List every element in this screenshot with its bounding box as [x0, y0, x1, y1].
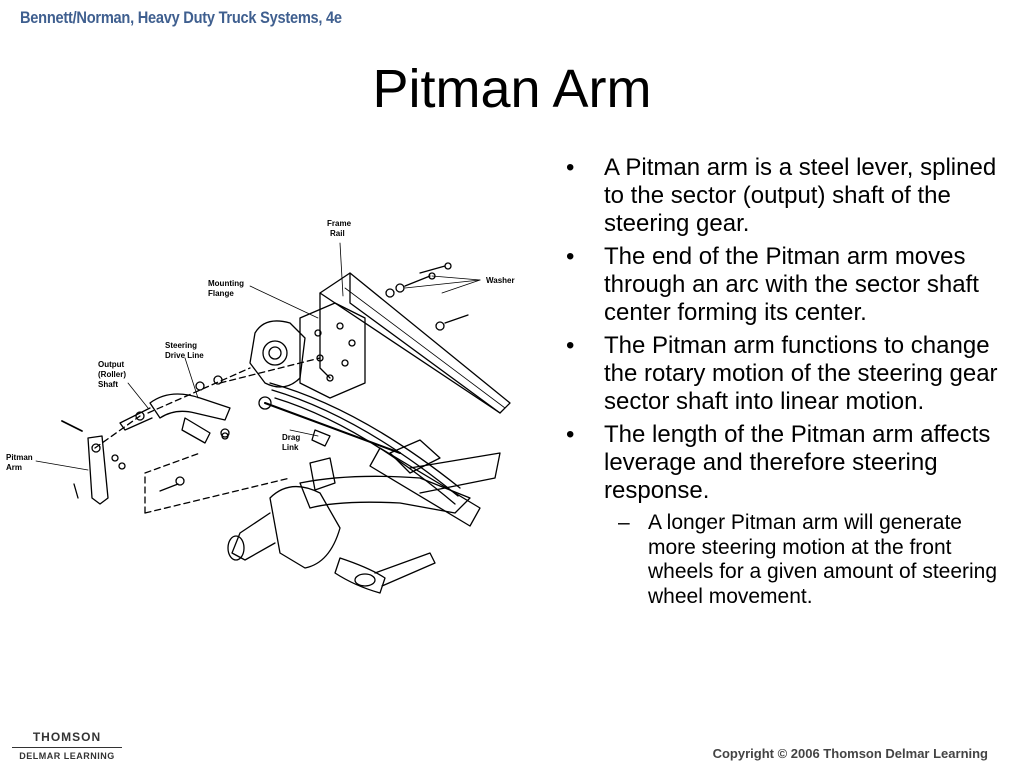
bullet-item: • A Pitman arm is a steel lever, splined …: [560, 154, 1000, 238]
logo-thomson: THOMSON: [32, 730, 102, 744]
label-steering-drive-line-1: Steering: [165, 341, 197, 350]
label-mounting-flange-2: Flange: [208, 289, 234, 298]
leaf-spring: [269, 382, 461, 489]
logo-divider: [12, 747, 122, 748]
pitman-arm-diagram: Frame Rail Washer Mounting Flange Steeri…: [6, 219, 515, 594]
bullet-text: The length of the Pitman arm affects lev…: [604, 421, 991, 504]
sub-bullet-text: A longer Pitman arm will generate more s…: [648, 511, 998, 608]
bullet-symbol: •: [566, 243, 575, 270]
bullet-symbol: •: [566, 332, 575, 359]
bullet-text: The Pitman arm functions to change the r…: [604, 332, 998, 415]
bullet-text: A Pitman arm is a steel lever, splined t…: [604, 154, 997, 237]
label-frame-rail-1: Frame: [327, 219, 352, 228]
bullet-list: • A Pitman arm is a steel lever, splined …: [560, 154, 1000, 614]
label-output-shaft-1: Output: [98, 360, 125, 369]
steering-knuckle: [269, 486, 341, 569]
publisher-logo: THOMSON DELMAR LEARNING: [12, 730, 122, 761]
bullet-symbol: •: [566, 421, 575, 448]
mounting-flange: [299, 302, 366, 399]
label-mounting-flange-1: Mounting: [208, 279, 244, 288]
bullet-item: • The end of the Pitman arm moves through…: [560, 243, 1000, 327]
sub-bullet-symbol: –: [618, 511, 630, 534]
drag-link: [264, 402, 401, 454]
front-axle: [299, 475, 471, 514]
pitman-arm-part: [87, 435, 109, 505]
frame-rail: [319, 272, 511, 414]
steering-gear: [249, 320, 306, 388]
sub-bullet-list: –A longer Pitman arm will generate more …: [604, 511, 1000, 609]
slide-title: Pitman Arm: [372, 59, 652, 119]
book-title-header: Bennett/Norman, Heavy Duty Truck Systems…: [20, 8, 342, 27]
label-pitman-arm-1: Pitman: [6, 453, 33, 462]
label-washer: Washer: [486, 276, 515, 285]
copyright-notice: Copyright © 2006 Thomson Delmar Learning: [712, 746, 988, 761]
label-output-shaft-3: Shaft: [98, 380, 118, 389]
label-drag-link-1: Drag: [282, 433, 300, 442]
sub-bullet-item: –A longer Pitman arm will generate more …: [604, 511, 1000, 609]
label-steering-drive-line-2: Drive Line: [165, 351, 204, 360]
bullet-item: • The length of the Pitman arm affects le…: [560, 421, 1000, 609]
bullet-text: The end of the Pitman arm moves through …: [604, 243, 979, 326]
logo-delmar: DELMAR LEARNING: [19, 751, 115, 761]
label-frame-rail-2: Rail: [330, 229, 345, 238]
bullet-symbol: •: [566, 154, 575, 181]
steering-drive-line: [149, 393, 231, 421]
label-output-shaft-2: (Roller): [98, 370, 126, 379]
bullet-item: • The Pitman arm functions to change the …: [560, 332, 1000, 416]
label-pitman-arm-2: Arm: [6, 463, 22, 472]
label-drag-link-2: Link: [282, 443, 299, 452]
